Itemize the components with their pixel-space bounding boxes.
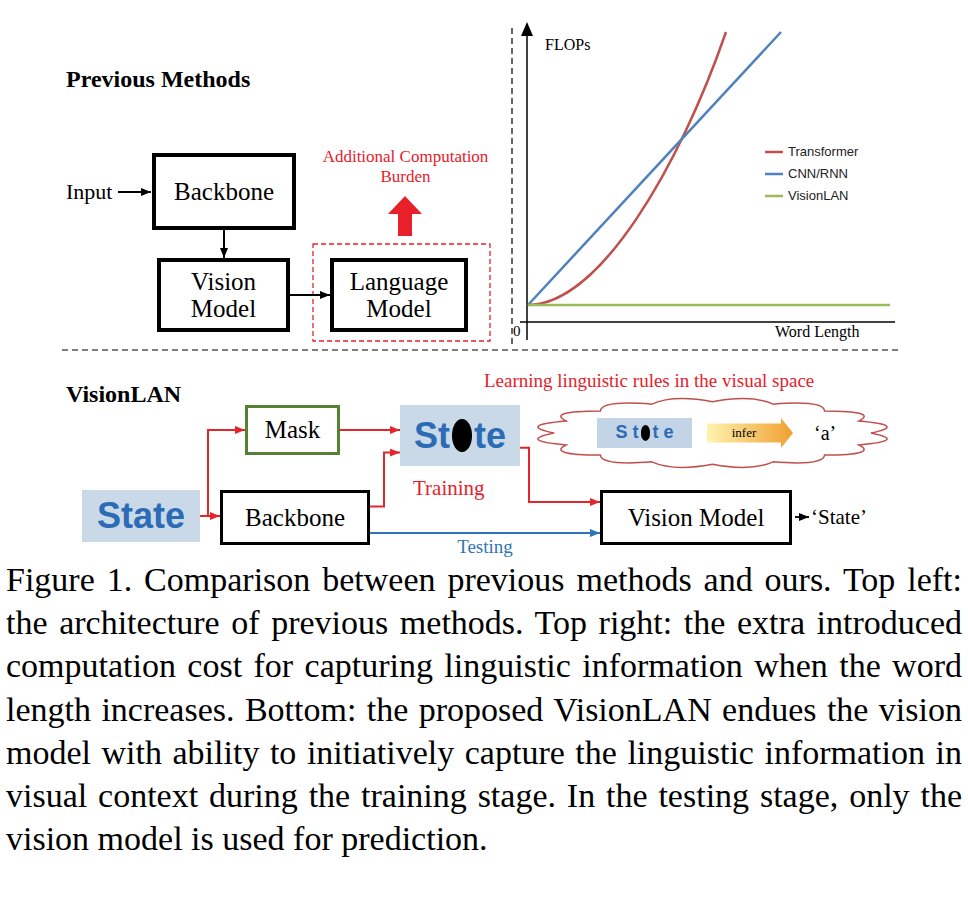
axis-title: FLOPs [545,36,590,54]
panel-separator [511,28,512,345]
flow-arrow [290,294,330,296]
vision-model-block: Vision Model [600,490,792,545]
masked-word-image: Stte [400,405,520,466]
legend-entry: VisionLAN [765,185,858,207]
node-text: Language Model [340,268,458,323]
inference-cloud: ‘a’ S t t e infer [535,398,890,468]
flow-arrow [223,230,225,258]
y-axis-head [521,22,533,36]
transformer-curve [528,32,726,305]
mask-blot [641,425,651,441]
figure-caption: Figure 1. Comparison between previous me… [6,558,962,860]
section-note: Learning linguistic rules in the visual … [484,370,814,392]
node-text: St [414,416,450,456]
legend-text: CNN/RNN [788,163,848,185]
chart-legend: TransformerCNN/RNNVisionLAN [765,141,858,207]
burden-note: Additional Computation Burden [303,147,508,186]
backbone-block: Backbone [220,490,370,545]
axis-origin: 0 [513,323,521,340]
node-text: ‘a’ [814,421,836,445]
flow-label: Training [413,476,485,500]
panel-separator [62,349,900,350]
flow-arrow [200,515,220,517]
node-text: Backbone [245,504,345,532]
legend-text: VisionLAN [788,185,848,207]
edge-label: Testing [455,536,515,558]
flow-arrow [370,453,400,507]
vision-model-block: Vision Model [157,258,290,332]
flow-arrow [520,448,600,502]
section-heading: VisionLAN [66,381,181,409]
y-axis [526,34,528,340]
cnn-rnn-curve [528,32,781,305]
output-arrow [795,516,809,518]
infer-arrow: infer [707,418,793,448]
section-heading: Previous Methods [66,66,250,94]
backbone-block: Backbone [152,153,296,230]
masked-word-thumbnail: S tt e [597,418,692,448]
x-axis [520,321,895,323]
node-text: Vision Model [628,504,765,532]
input-label: Input [66,179,112,204]
node-text: S t [616,423,639,443]
flow-arrow [370,532,600,534]
language-model-region [313,244,490,341]
node-text: State [97,496,185,536]
legend-line [765,147,783,157]
legend-text: Transformer [788,141,858,163]
legend-line-sample [765,173,783,176]
node-text: infer [732,426,757,440]
legend-line [765,169,783,179]
legend-line-sample [765,151,783,154]
legend-entry: Transformer [765,141,858,163]
cloud-path [538,399,887,468]
language-model-block: Language Model [330,258,468,332]
legend-line [765,191,783,201]
legend-line-sample [765,195,783,198]
arrow-body [707,418,793,448]
legend-entry: CNN/RNN [765,163,858,185]
input-arrow [118,191,151,193]
visionlan-curve [528,304,890,307]
node-text: Vision Model [167,268,280,323]
mask-blot [452,419,472,451]
flow-arrow [340,429,400,431]
burden-arrow [388,196,422,236]
mask-block: Mask [245,405,340,455]
node-text: Mask [265,416,321,444]
node-text: te [474,416,506,456]
output-label: ‘State’ [811,505,867,529]
node-text: Backbone [174,178,274,206]
axis-title: Word Length [775,323,859,341]
node-text: t e [652,423,673,443]
input-word-image: State [82,490,200,542]
